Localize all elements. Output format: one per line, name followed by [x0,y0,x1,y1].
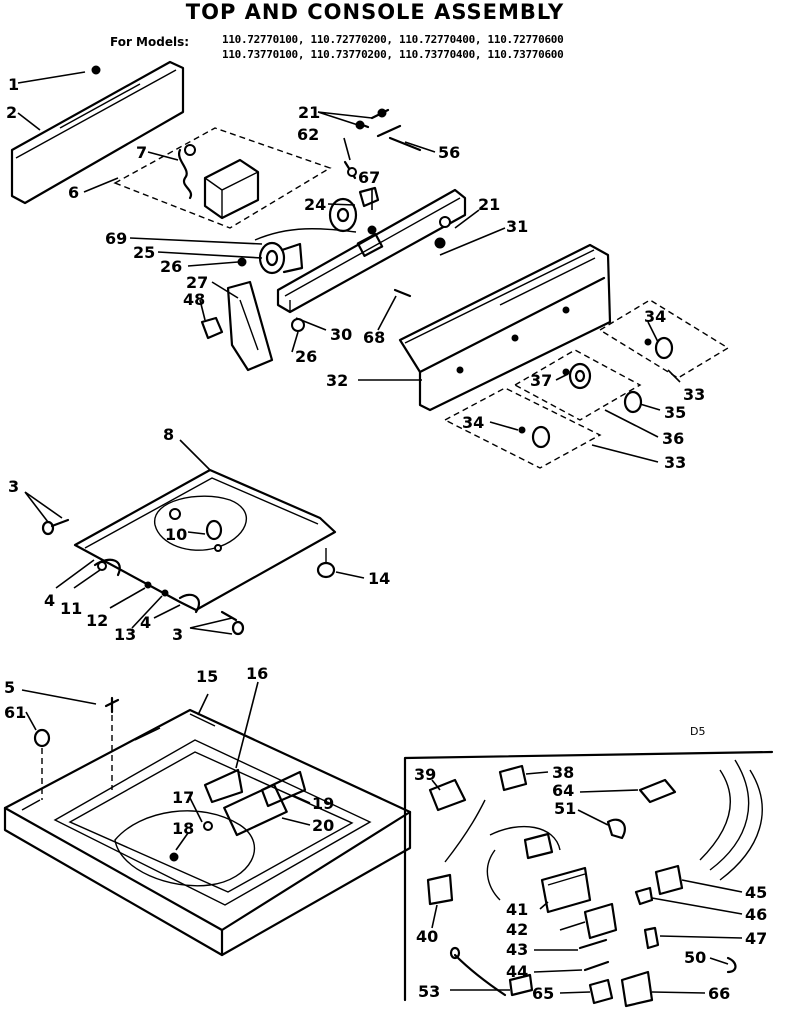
callout-16: 16 [246,664,268,683]
callout-12: 12 [86,611,108,630]
callout-13: 13 [114,625,136,644]
callout-32: 32 [326,371,348,390]
callout-56: 56 [438,143,460,162]
callout-62: 62 [297,125,319,144]
callout-11: 11 [60,599,82,618]
callout-3: 3 [8,477,19,496]
callout-19: 19 [312,794,334,813]
callout-67: 67 [358,168,380,187]
callout-7: 7 [136,143,147,162]
callout-39: 39 [414,765,436,784]
console-panel-part [398,243,612,412]
top-cover-part [73,468,337,614]
model-numbers-line-1: 110.72770100, 110.72770200, 110.72770400… [222,33,564,46]
callout-26b: 26 [295,347,317,366]
callout-50: 50 [684,948,706,967]
callout-26: 26 [160,257,182,276]
leader-lines [17,71,743,994]
selector-knob-upper-group [598,299,730,379]
callout-61: 61 [4,703,26,722]
callout-65: 65 [532,984,554,1003]
callout-36: 36 [662,429,684,448]
callout-38: 38 [552,763,574,782]
timer-motor-group [113,127,332,229]
callout-1: 1 [8,75,19,94]
callout-43: 43 [506,940,528,959]
callout-10: 10 [165,525,187,544]
control-bracket-part [276,188,467,314]
callout-46: 46 [745,905,767,924]
callout-3b: 3 [172,625,183,644]
callout-41: 41 [506,900,528,919]
top-screws-group [33,696,120,800]
callout-48: 48 [183,290,205,309]
callout-30: 30 [330,325,352,344]
callout-35: 35 [664,403,686,422]
callout-18: 18 [172,819,194,838]
callout-68: 68 [363,328,385,347]
callout-51: 51 [554,799,576,818]
callout-6: 6 [68,183,79,202]
callout-4: 4 [44,591,55,610]
screws-group [343,108,446,298]
inset-code: D5 [690,725,705,738]
callout-45: 45 [745,883,767,902]
selector-knob-lower-group [443,387,602,469]
callout-33: 33 [683,385,705,404]
callout-20: 20 [312,816,334,835]
callout-64: 64 [552,781,574,800]
callout-34: 34 [644,307,666,326]
callout-2: 2 [6,103,17,122]
callout-31: 31 [506,217,528,236]
knob-bracket-part [200,280,305,372]
hinge-screws-group [41,518,245,636]
rear-panel-part [10,60,185,205]
callout-21b: 21 [478,195,500,214]
callout-17: 17 [172,788,194,807]
models-label: For Models: [110,35,190,49]
callout-53: 53 [418,982,440,1001]
callout-4b: 4 [140,613,151,632]
callout-42: 42 [506,920,528,939]
callout-21: 21 [298,103,320,122]
callout-labels: 1 2 6 7 21 62 56 24 67 21 31 69 25 26 27… [4,75,767,1003]
callout-27: 27 [186,273,208,292]
model-numbers-line-2: 110.73770100, 110.73770200, 110.73770400… [222,48,564,61]
callout-47: 47 [745,929,767,948]
callout-34b: 34 [462,413,484,432]
callout-44: 44 [506,962,528,981]
callout-33b: 33 [664,453,686,472]
callout-37: 37 [530,371,552,390]
callout-24: 24 [304,195,326,214]
wiring-parts-inset [403,750,774,1008]
callout-8: 8 [163,425,174,444]
washer-top-part [3,708,412,957]
callout-66: 66 [708,984,730,1003]
callout-15: 15 [196,667,218,686]
callout-5: 5 [4,678,15,697]
callout-40: 40 [416,927,438,946]
callout-69: 69 [105,229,127,248]
callout-14: 14 [368,569,390,588]
callout-25: 25 [133,243,155,262]
diagram-title: TOP AND CONSOLE ASSEMBLY [185,0,565,24]
